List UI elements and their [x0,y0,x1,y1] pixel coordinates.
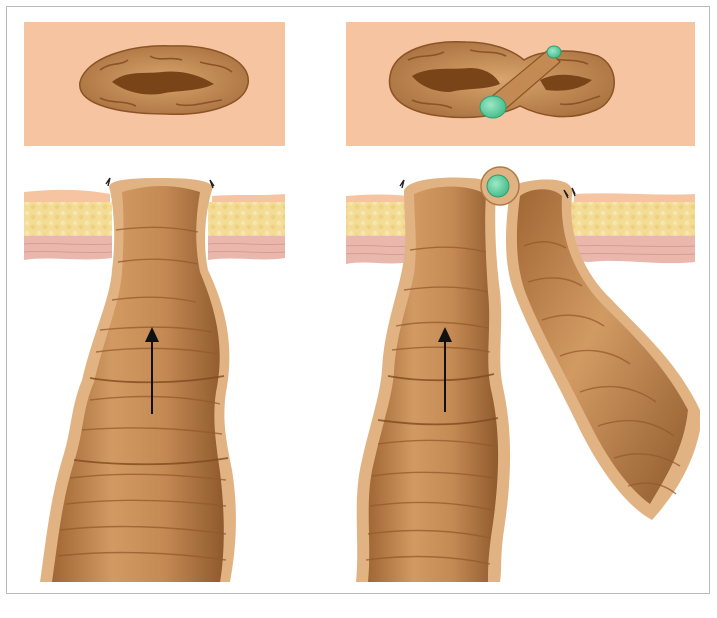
right-panel [346,22,700,582]
loop-rod-crosssection [481,167,519,205]
left-panel [24,22,285,582]
right-loop-stoma-topview [389,42,614,118]
